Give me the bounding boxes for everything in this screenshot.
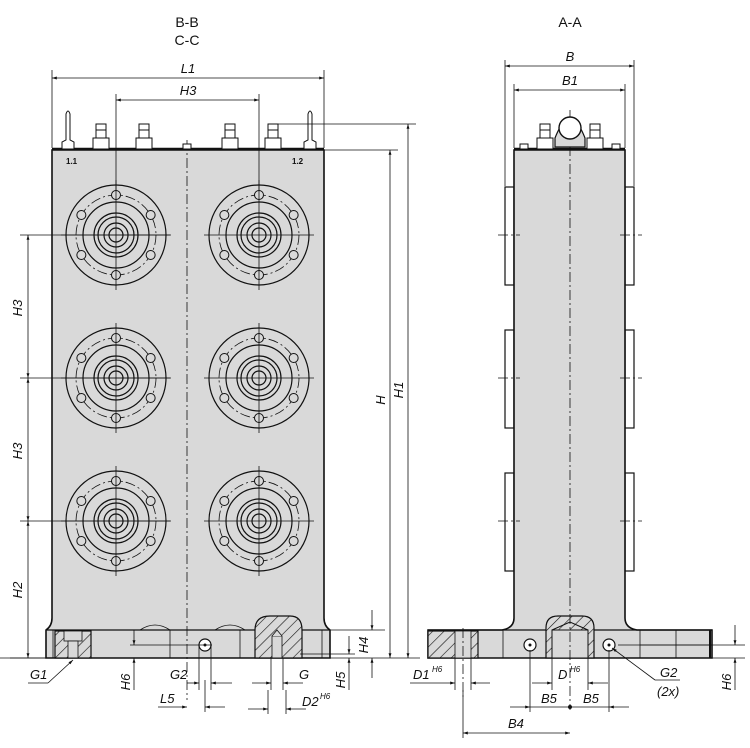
dim-h4: H4 [356,637,371,654]
label-b5-left: B5 [541,691,558,706]
dim-h3-top: H3 [180,83,197,98]
bolt-hole [76,250,87,260]
bolt-hole [219,353,230,363]
label-d1-tolerance: H6 [432,665,443,674]
dim-h2: H2 [10,581,25,598]
label-g2-side: G2 [660,665,678,680]
bolt-hole [219,496,230,506]
dim-h1: H1 [391,382,406,399]
flange-3-2 [204,466,314,576]
view-title-bb: B-B [175,14,198,30]
dim-h3-lower: H3 [10,442,25,459]
bolt-hole [288,536,299,546]
bolt-hole [145,496,156,506]
bolt-hole [76,353,87,363]
dim-h5: H5 [333,671,348,688]
label-g2-count: (2x) [657,684,679,699]
flange-1-2 [204,180,314,290]
label-b5-right: B5 [583,691,600,706]
fitting-plug-right [303,110,317,150]
dim-b: B [566,49,575,64]
port-label-1-1: 1.1 [66,157,78,166]
dim-b1: B1 [562,73,578,88]
label-d1: D1 [413,667,430,682]
dim-h6-side: H6 [719,673,734,690]
label-g2-front: G2 [170,667,188,682]
bolt-hole [145,536,156,546]
bolt-hole [145,353,156,363]
bolt-hole [76,210,87,220]
label-b4: B4 [508,716,524,731]
port-label-1-2: 1.2 [292,157,304,166]
side-view: B B1 D1 H6 D H6 B5 B5 B4 [410,49,745,738]
label-d-tolerance: H6 [570,665,581,674]
label-d2: D2 [302,694,319,709]
dim-l1: L1 [181,61,195,76]
dim-h3-upper: H3 [10,299,25,316]
bolt-hole [145,393,156,403]
label-l5: L5 [160,691,175,706]
bolt-hole [76,536,87,546]
flange-2-2 [204,323,314,433]
bolt-hole [145,250,156,260]
manifold-body [45,149,331,659]
bolt-hole [288,353,299,363]
bolt-hole [76,393,87,403]
bolt-hole [288,210,299,220]
bolt-hole [219,536,230,546]
view-title-aa: A-A [558,14,582,30]
label-d2-tolerance: H6 [320,692,331,701]
bolt-hole [288,496,299,506]
bolt-hole [145,210,156,220]
label-d: D [558,667,567,682]
front-view: 1.1 1.2 L1 H3 [0,61,420,714]
bolt-hole [288,250,299,260]
dim-h: H [373,395,388,405]
dim-h6-front: H6 [118,673,133,690]
bolt-hole [288,393,299,403]
bolt-hole [76,496,87,506]
label-g: G [299,667,309,682]
fitting-plug-left [61,110,75,150]
bolt-hole [219,393,230,403]
fitting-nipples [92,123,282,150]
view-title-cc: C-C [175,32,200,48]
label-g1: G1 [30,667,47,682]
bolt-hole [219,250,230,260]
bolt-hole [219,210,230,220]
